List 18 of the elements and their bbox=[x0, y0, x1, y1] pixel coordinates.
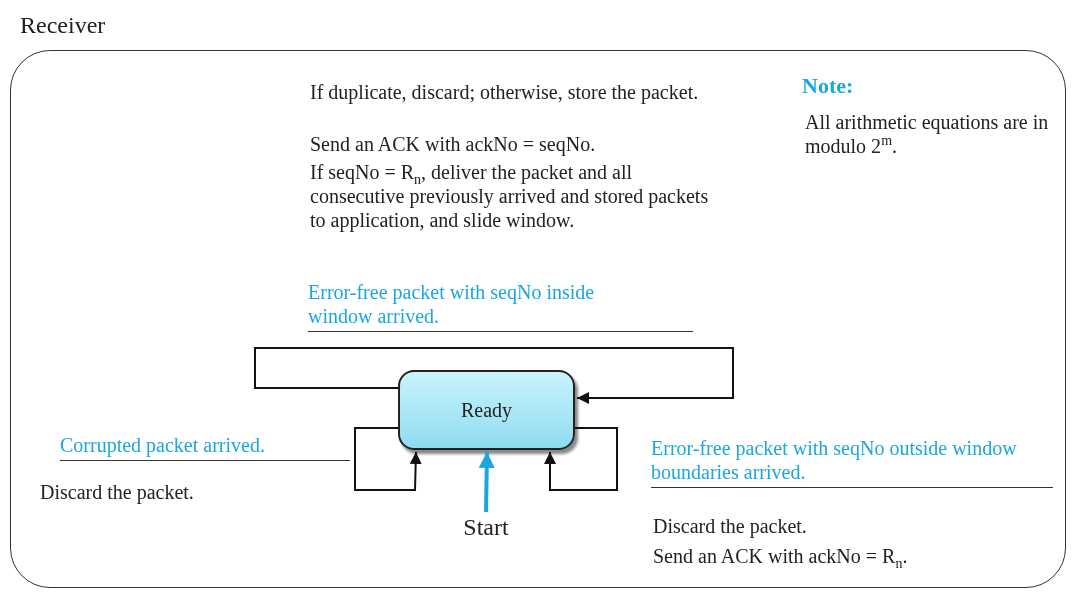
action-text: Discard the packet. bbox=[653, 514, 807, 538]
action-text: Discard the packet. bbox=[40, 480, 194, 504]
action-text: Send an ACK with ackNo = R$_{n}$. bbox=[653, 544, 908, 568]
state-box: Ready bbox=[398, 370, 575, 450]
frame-title: Receiver bbox=[20, 12, 106, 39]
edge-label: Error-free packet with seqNo outside window boundaries arrived. bbox=[651, 436, 1053, 488]
arrow bbox=[478, 451, 495, 513]
arrow bbox=[544, 427, 618, 491]
edge-label: Error-free packet with seqNo inside window arrived. bbox=[308, 280, 693, 332]
note-text: All arithmetic equations are in modulo 2$^{m}$. bbox=[805, 110, 1050, 158]
action-text: If seqNo = R$_{n}$, deliver the packet and all consecutive previously arrived and stored packets to application, and slide window. bbox=[310, 160, 710, 232]
action-text: If duplicate, discard; otherwise, store the packet. bbox=[310, 80, 699, 104]
arrow bbox=[254, 347, 734, 404]
arrow bbox=[354, 427, 422, 491]
edge-label: Corrupted packet arrived. bbox=[60, 433, 350, 461]
start-text: Start bbox=[450, 512, 522, 542]
action-text: Send an ACK with ackNo = seqNo. bbox=[310, 132, 596, 156]
note-heading: Note: bbox=[802, 74, 854, 98]
